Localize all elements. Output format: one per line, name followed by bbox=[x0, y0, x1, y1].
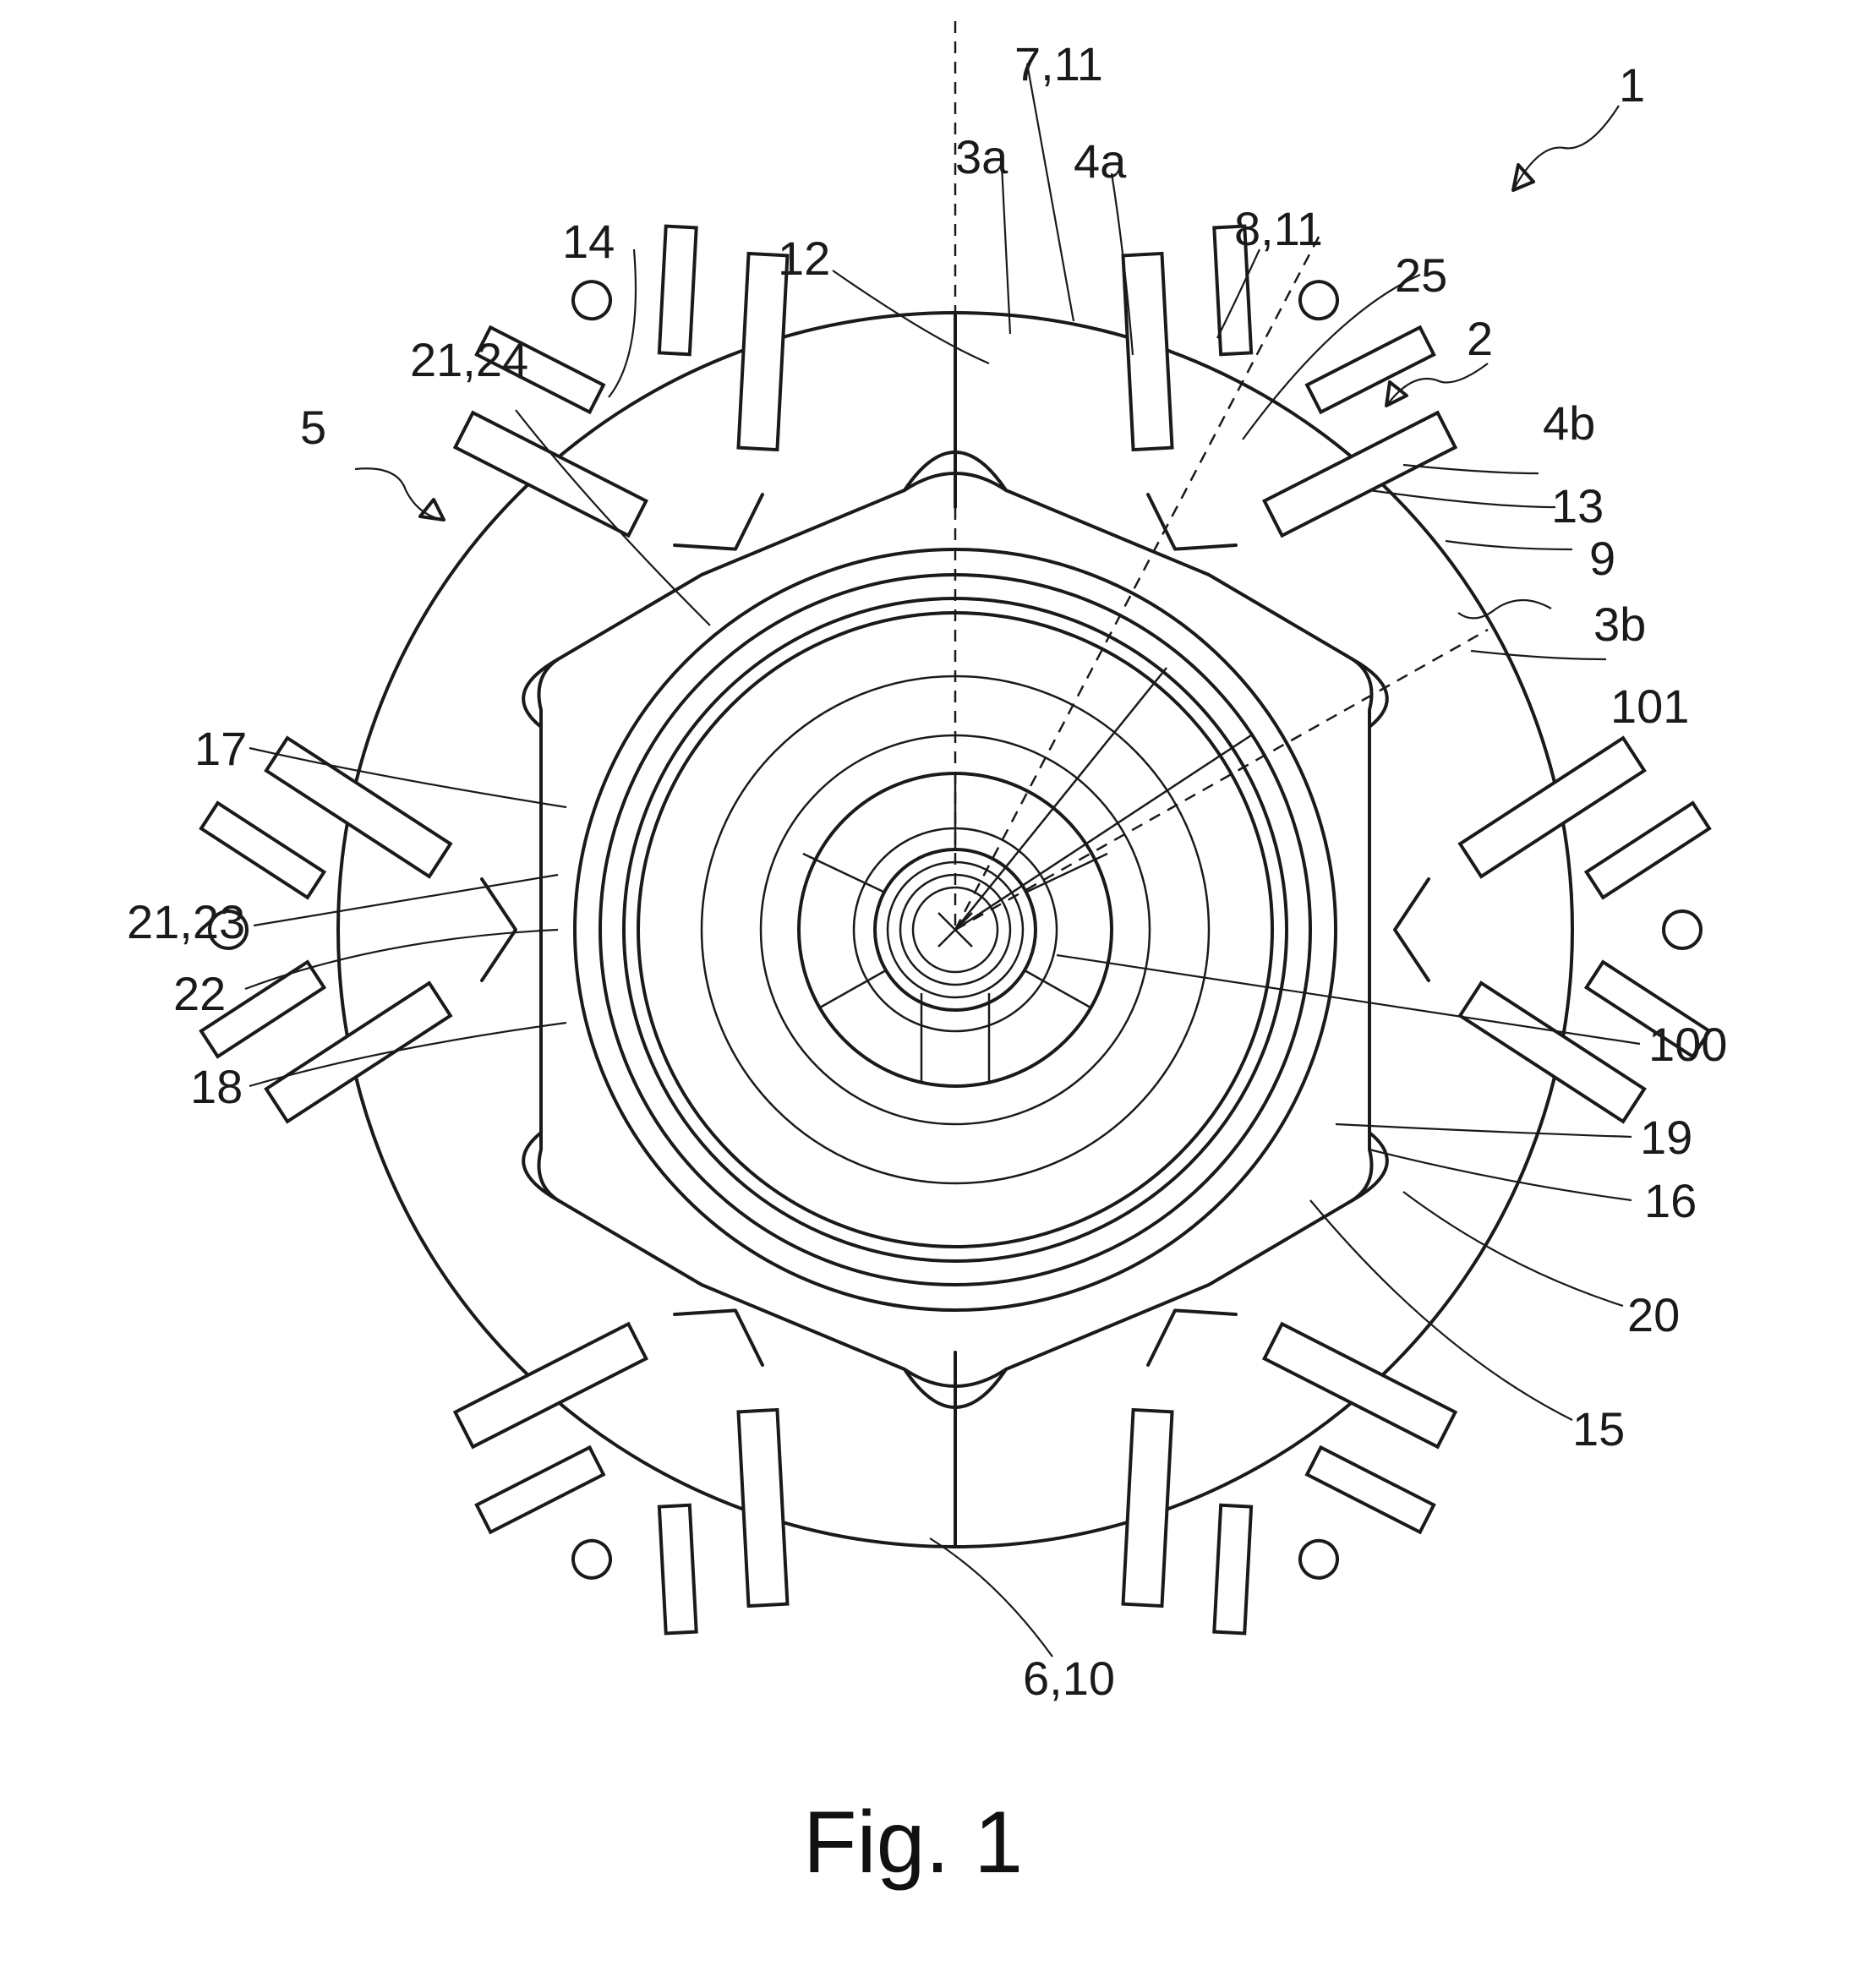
label-21-23: 21,23 bbox=[127, 895, 245, 948]
label-8-11: 8,11 bbox=[1234, 202, 1323, 255]
label-6-10: 6,10 bbox=[1023, 1652, 1115, 1705]
reference-arrows bbox=[354, 105, 1620, 620]
label-15: 15 bbox=[1572, 1402, 1625, 1456]
label-16: 16 bbox=[1644, 1174, 1697, 1227]
figure-caption: Fig. 1 bbox=[803, 1794, 1023, 1892]
label-1: 1 bbox=[1619, 58, 1645, 112]
label-19: 19 bbox=[1640, 1111, 1692, 1164]
label-18: 18 bbox=[190, 1060, 243, 1113]
label-25: 25 bbox=[1395, 248, 1447, 302]
reference-labels: 1 7,11 3a 4a 8,11 12 14 25 21,24 2 5 4b … bbox=[127, 37, 1727, 1705]
label-17: 17 bbox=[194, 722, 247, 775]
label-22: 22 bbox=[173, 967, 226, 1020]
label-21-24: 21,24 bbox=[410, 333, 528, 386]
label-12: 12 bbox=[778, 232, 830, 285]
label-3a: 3a bbox=[955, 130, 1008, 183]
leader-lines bbox=[244, 63, 1641, 1658]
label-101: 101 bbox=[1610, 680, 1689, 733]
label-9: 9 bbox=[1589, 532, 1615, 585]
label-7-11: 7,11 bbox=[1014, 37, 1103, 90]
label-5: 5 bbox=[300, 401, 326, 454]
label-2: 2 bbox=[1467, 312, 1493, 365]
label-20: 20 bbox=[1627, 1288, 1680, 1341]
label-4a: 4a bbox=[1074, 134, 1127, 188]
label-3b: 3b bbox=[1593, 598, 1646, 651]
label-14: 14 bbox=[562, 215, 615, 268]
label-13: 13 bbox=[1551, 479, 1604, 532]
axes bbox=[937, 21, 1489, 948]
label-100: 100 bbox=[1648, 1018, 1727, 1071]
hub bbox=[522, 451, 1389, 1409]
label-4b: 4b bbox=[1543, 396, 1595, 450]
